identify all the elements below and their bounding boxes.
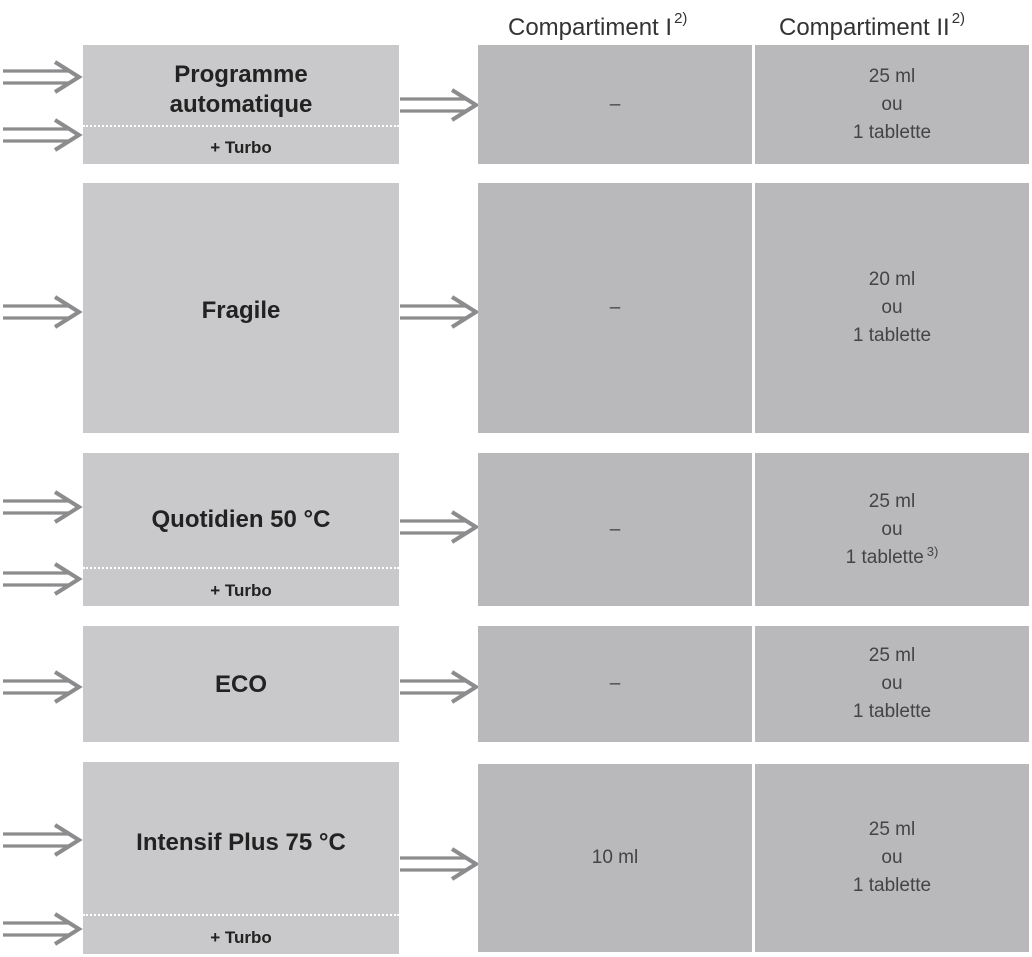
- turbo-arrow-icon: [3, 912, 83, 946]
- dose-tablet: 1 tablette: [852, 121, 932, 143]
- dose-amount: 25 ml: [868, 490, 916, 512]
- program-box-automatique: Programme automatique + Turbo: [83, 45, 399, 164]
- input-arrow-icon: [3, 670, 83, 704]
- compartment-1-dose: –: [478, 183, 752, 433]
- turbo-divider: [83, 914, 399, 916]
- program-name: Quotidien 50 °C: [151, 506, 331, 533]
- header-compartment-2-note: 2): [951, 10, 966, 27]
- turbo-label: + Turbo: [210, 581, 272, 600]
- compartment-2-dose: 25 ml ou 1 tablette: [755, 764, 1029, 952]
- compartment-1-dose: 10 ml: [478, 764, 752, 952]
- program-box-quotidien: Quotidien 50 °C + Turbo: [83, 453, 399, 606]
- dose-or: ou: [881, 673, 903, 694]
- dose-amount: 25 ml: [868, 645, 916, 666]
- dose-amount: 25 ml: [868, 819, 916, 840]
- dose-or: ou: [881, 93, 903, 115]
- dose-tablet: 1 tablette: [852, 325, 932, 346]
- program-name: ECO: [214, 671, 267, 698]
- program-name: Fragile: [201, 297, 281, 324]
- output-arrow-icon: [400, 295, 480, 329]
- dose-tablet: 1 tablette: [852, 701, 932, 722]
- input-arrow-icon: [3, 490, 83, 524]
- dose-amount: 25 ml: [868, 65, 916, 87]
- compartment-2-dose: 20 ml ou 1 tablette: [755, 183, 1029, 433]
- turbo-label: + Turbo: [210, 928, 272, 947]
- header-compartment-1-label: Compartiment I: [508, 14, 673, 41]
- compartment-1-dose: –: [478, 453, 752, 606]
- dose-amount: 20 ml: [868, 269, 916, 290]
- dose-tablet: 1 tablette: [852, 875, 932, 896]
- dose-tablet: 1 tablette: [845, 546, 924, 568]
- output-arrow-icon: [400, 670, 480, 704]
- dose-or: ou: [881, 297, 903, 318]
- program-name: Programme automatique: [83, 60, 399, 120]
- compartment-1-dose: –: [478, 626, 752, 742]
- program-box-fragile: Fragile: [83, 183, 399, 433]
- turbo-arrow-icon: [3, 118, 83, 152]
- compartment-2-dose: 25 ml ou 1 tablette: [755, 626, 1029, 742]
- output-arrow-icon: [400, 847, 480, 881]
- program-name-line-1: Programme: [174, 61, 308, 88]
- compartment-2-dose: 25 ml ou 1 tablette: [755, 45, 1029, 164]
- turbo-label: + Turbo: [210, 138, 272, 157]
- dose-or: ou: [881, 847, 903, 868]
- input-arrow-icon: [3, 823, 83, 857]
- compartment-1-dose: –: [478, 45, 752, 164]
- header-compartment-2-label: Compartiment II: [779, 14, 950, 41]
- header-compartment-1-note: 2): [674, 10, 688, 27]
- program-box-intensif: Intensif Plus 75 °C + Turbo: [83, 762, 399, 954]
- input-arrow-icon: [3, 60, 83, 94]
- dose-footnote: 3): [926, 543, 939, 559]
- turbo-divider: [83, 125, 399, 127]
- turbo-arrow-icon: [3, 562, 83, 596]
- dose-or: ou: [881, 518, 903, 540]
- turbo-divider: [83, 567, 399, 569]
- input-arrow-icon: [3, 295, 83, 329]
- program-name-line-2: automatique: [169, 91, 313, 118]
- output-arrow-icon: [400, 510, 480, 544]
- output-arrow-icon: [400, 88, 480, 122]
- program-box-eco: ECO: [83, 626, 399, 742]
- program-name: Intensif Plus 75 °C: [136, 829, 346, 856]
